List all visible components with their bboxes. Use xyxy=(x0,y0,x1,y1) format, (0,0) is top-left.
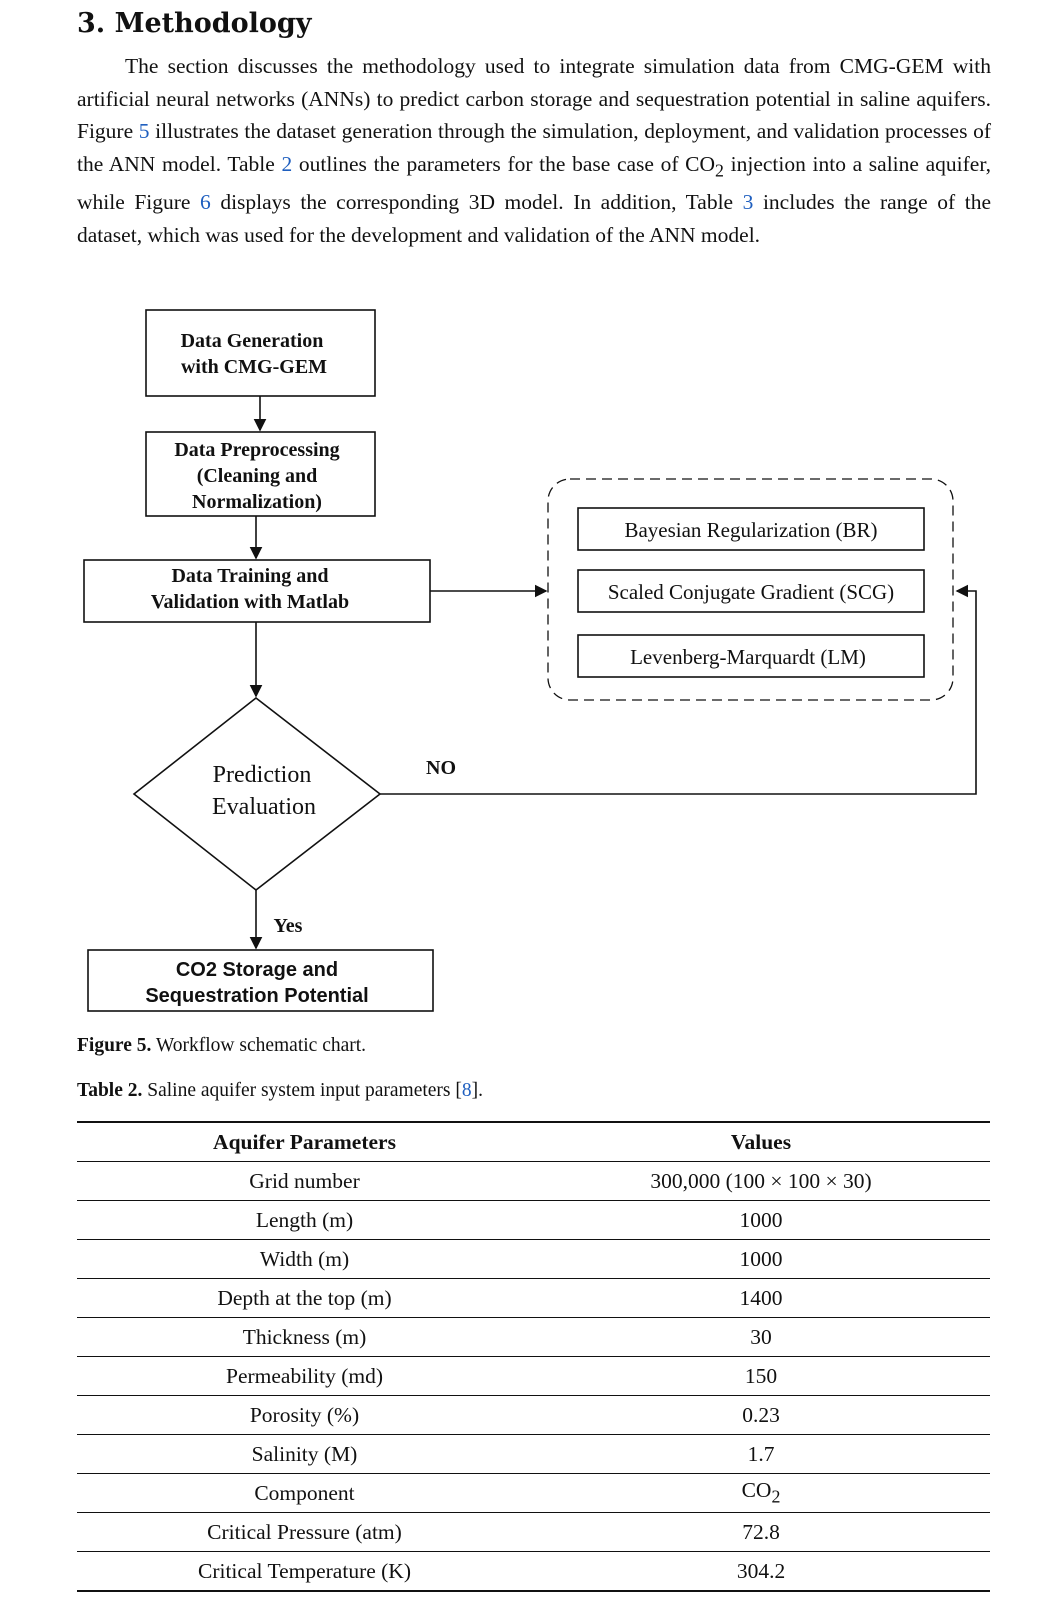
table-row: Width (m)1000 xyxy=(77,1239,990,1279)
param-name: Component xyxy=(77,1473,532,1513)
algo-br-label: Bayesian Regularization (BR) xyxy=(624,518,877,542)
param-name: Critical Pressure (atm) xyxy=(77,1512,532,1552)
table-2-link[interactable]: 2 xyxy=(281,151,293,176)
table-row: Salinity (M)1.7 xyxy=(77,1434,990,1474)
workflow-flowchart: Data Generation with CMG-GEM Data Prepro… xyxy=(83,309,977,1012)
param-name: Depth at the top (m) xyxy=(77,1278,532,1318)
figure-5-link[interactable]: 5 xyxy=(138,119,150,143)
box3-line1: Data Training and xyxy=(171,565,328,587)
no-label: NO xyxy=(426,757,456,779)
param-value: 72.8 xyxy=(532,1512,990,1552)
table-row: Critical Pressure (atm)72.8 xyxy=(77,1512,990,1552)
box2-line2: (Cleaning and xyxy=(197,465,318,487)
param-value: 30 xyxy=(532,1317,990,1357)
param-value: CO2 xyxy=(532,1473,990,1513)
diamond-line1: Prediction xyxy=(213,762,312,788)
param-value: 1.7 xyxy=(532,1434,990,1474)
algo-lm-label: Levenberg-Marquardt (LM) xyxy=(630,645,866,669)
param-name: Critical Temperature (K) xyxy=(77,1551,532,1592)
param-value: 300,000 (100 × 100 × 30) xyxy=(532,1161,990,1201)
algorithms-dashed-container xyxy=(547,478,954,701)
param-name: Porosity (%) xyxy=(77,1395,532,1435)
box1-line1: Data Generation xyxy=(181,330,324,352)
param-name: Length (m) xyxy=(77,1200,532,1240)
box-final-result xyxy=(87,949,434,1012)
header-values: Values xyxy=(532,1121,990,1162)
table-header-row: Aquifer Parameters Values xyxy=(77,1121,990,1162)
param-value: 1400 xyxy=(532,1278,990,1318)
final-line1: CO2 Storage and xyxy=(176,959,338,981)
header-aquifer-parameters: Aquifer Parameters xyxy=(77,1121,532,1162)
diamond-line2: Evaluation xyxy=(212,794,316,820)
table-row: Thickness (m)30 xyxy=(77,1317,990,1357)
box1-line2: with CMG-GEM xyxy=(181,356,327,378)
box2-line1: Data Preprocessing xyxy=(174,439,339,461)
reference-8-link[interactable]: 8 xyxy=(461,1080,472,1101)
table-row: Critical Temperature (K)304.2 xyxy=(77,1551,990,1592)
param-value: 150 xyxy=(532,1356,990,1396)
box-br xyxy=(577,507,925,551)
final-line2: Sequestration Potential xyxy=(145,985,368,1007)
box2-line3: Normalization) xyxy=(192,491,322,513)
figure-6-link[interactable]: 6 xyxy=(200,190,211,215)
table-row: Porosity (%)0.23 xyxy=(77,1395,990,1435)
box-data-generation xyxy=(145,309,376,397)
param-name: Salinity (M) xyxy=(77,1434,532,1474)
box-data-preprocessing xyxy=(145,431,376,517)
table-3-link[interactable]: 3 xyxy=(742,190,754,215)
param-name: Thickness (m) xyxy=(77,1317,532,1357)
algo-scg-label: Scaled Conjugate Gradient (SCG) xyxy=(608,580,894,604)
arrow-no-feedback xyxy=(380,584,977,795)
section-heading: 3. Methodology xyxy=(77,8,312,39)
methodology-paragraph: The section discusses the methodology us… xyxy=(77,54,991,247)
table-row: Permeability (md)150 xyxy=(77,1356,990,1396)
param-name: Grid number xyxy=(77,1161,532,1201)
box3-line2: Validation with Matlab xyxy=(151,591,349,613)
param-value: 0.23 xyxy=(532,1395,990,1435)
param-value: 1000 xyxy=(532,1200,990,1240)
table-row: Length (m)1000 xyxy=(77,1200,990,1240)
param-value: 1000 xyxy=(532,1239,990,1279)
param-value: 304.2 xyxy=(532,1551,990,1592)
box-scg xyxy=(577,569,925,613)
param-name: Width (m) xyxy=(77,1239,532,1279)
yes-label: Yes xyxy=(274,915,303,937)
box-lm xyxy=(577,634,925,678)
table-caption: Table 2. Saline aquifer system input par… xyxy=(77,1080,483,1101)
figure-caption: Figure 5. Workflow schematic chart. xyxy=(77,1035,367,1056)
table-row: Depth at the top (m)1400 xyxy=(77,1278,990,1318)
param-name: Permeability (md) xyxy=(77,1356,532,1396)
